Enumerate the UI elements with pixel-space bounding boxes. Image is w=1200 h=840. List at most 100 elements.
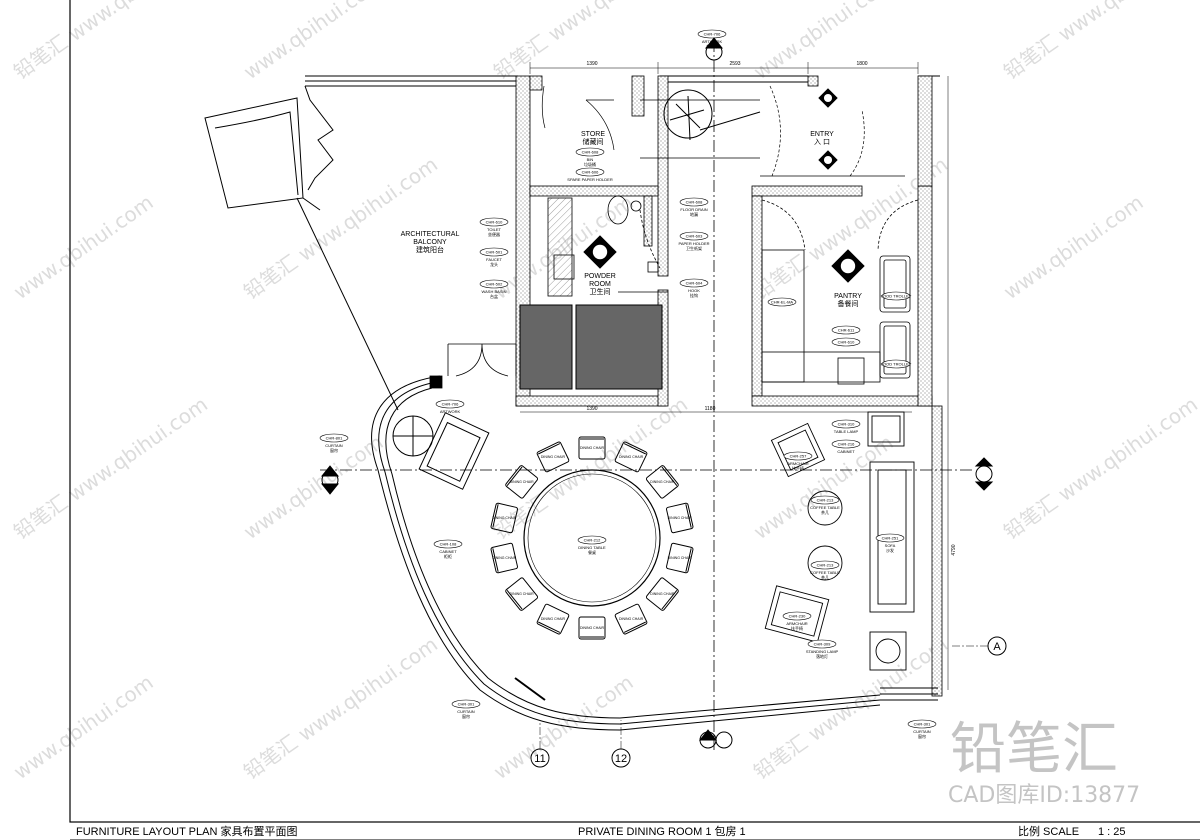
tag-name-cn: 柜柜 [444, 553, 452, 559]
tag-name-en: CABINET [439, 549, 457, 554]
watermark-repeat: www.qbihui.com [749, 0, 898, 84]
room-label-pantry-cn: 备餐间 [838, 299, 859, 308]
scale-label: 比例 SCALE [1018, 824, 1079, 838]
dining-chair-back [492, 504, 499, 528]
watermark-repeat: www.qbihui.com [999, 190, 1148, 304]
tag-name-en: BIN [587, 157, 594, 162]
tag-name-en: CABINET [837, 449, 855, 454]
title-block [70, 821, 1200, 840]
dining-chair-label: DINING CHAIR [541, 455, 566, 459]
tag-code: CHR-608 [686, 200, 703, 205]
dining-chair [578, 436, 606, 460]
lounge-furniture [764, 411, 915, 671]
room-label-balcony-en2: BALCONY [413, 239, 447, 246]
tag-code: CHR-801 [326, 436, 343, 441]
tag-name-en: COFFEE TABLE [810, 570, 840, 575]
tag-bubble [577, 535, 607, 545]
tag-bubble [807, 639, 837, 649]
room-label-pantry-en: PANTRY [834, 293, 862, 300]
tag-name-en: HOOK [688, 288, 700, 293]
watermark-repeat: 铅笔汇 www.qbihui.com [999, 0, 1200, 84]
watermark-repeat: www.qbihui.com [749, 430, 898, 544]
tag-bubble [679, 197, 709, 207]
dining-chair-label: DINING CHAIR [492, 516, 517, 520]
dining-chair-back [538, 443, 561, 455]
dining-chair [614, 441, 648, 473]
scale-value: 1 : 25 [1098, 826, 1126, 838]
tag-code: CHR-EL-MA [771, 300, 794, 305]
tag-code: CHR-301 [458, 702, 475, 707]
curved-curtain-wall [371, 375, 938, 731]
watermark-repeat: 铅笔汇 www.qbihui.com [999, 392, 1200, 544]
tag-name-cn: 龙头 [490, 261, 498, 267]
dining-chair [578, 616, 606, 640]
tag-bubble [479, 279, 509, 289]
tag-bubble [679, 278, 709, 288]
dimension-3: 1800 [856, 61, 867, 67]
dining-chair-back [506, 590, 523, 610]
tag-bubble [810, 560, 840, 570]
tag-name-cn: 茶几 [821, 574, 829, 580]
room-label-entry-cn: 入 口 [814, 138, 830, 146]
dining-chair-back [661, 590, 678, 610]
tag-code: CHR-603 [686, 234, 703, 239]
tag-code: CHR-230 [789, 614, 806, 619]
dimension-6: 4790 [951, 544, 957, 555]
tag-name-cn: 窗帘 [462, 713, 470, 719]
tag-bubble [767, 297, 797, 307]
tag-code: CHR-610 [838, 340, 855, 345]
tag-bubble [831, 419, 861, 429]
tag-name-cn: 窗帘 [918, 733, 926, 739]
dining-chair-label: DINING CHAIR [619, 455, 644, 459]
balcony-canopy [204, 85, 399, 411]
tag-code: CHR-310 [838, 422, 855, 427]
dining-chair-label: DINING CHAIR [650, 480, 675, 484]
tag-code: CHR-706 [442, 402, 459, 407]
tag-name-en: CURTAIN [457, 709, 475, 714]
tag-bubble [697, 29, 727, 39]
tag-name-en: FLOOR DRAIN [680, 207, 707, 212]
tag-name-en: STANDING LAMP [806, 649, 839, 654]
axis-lines [320, 40, 975, 750]
tag-code: CHR-301 [914, 722, 931, 727]
partition-panel-left [519, 304, 573, 390]
tag-name-en: TABLE LAMP [834, 429, 859, 434]
watermark-brand: 铅笔汇 [950, 717, 1118, 782]
dining-chair-back [661, 466, 678, 486]
tag-name-cn: 台盆 [490, 293, 498, 299]
dining-chair-back [623, 621, 646, 633]
tag-name-cn: 垃圾桶 [584, 161, 596, 167]
tag-bubble [575, 167, 605, 177]
diamond-marker-center [592, 244, 608, 260]
tag-code: CHR-251 [882, 536, 899, 541]
room-label-powder-en2: ROOM [589, 281, 611, 288]
room-label-balcony-en: ARCHITECTURAL [401, 231, 460, 238]
tag-name-en: SPARE PAPER HOLDER [567, 177, 613, 182]
dining-chair-label: DINING CHAIR [668, 556, 693, 560]
tag-name-cn: 窗帘 [330, 447, 338, 453]
tag-code: CHR-610 [486, 220, 503, 225]
tag-name-cn: 沙发 [886, 547, 894, 553]
watermark-repeat: www.qbihui.com [489, 670, 638, 784]
tag-bubble [783, 451, 813, 461]
grid-label-12: 12 [615, 753, 627, 765]
dining-chair [536, 441, 570, 473]
diamond-marker-center [840, 258, 856, 274]
tag-name-en: CURTAIN [913, 729, 931, 734]
dining-chair-label: DINING CHAIR [668, 516, 693, 520]
symbol-markers [583, 88, 865, 283]
watermark-repeat: 铅笔汇 www.qbihui.com [9, 0, 212, 84]
tag-bubble [451, 699, 481, 709]
tag-bubble [433, 539, 463, 549]
dining-chair-back [492, 548, 499, 572]
tag-code: CHR-606 [582, 170, 599, 175]
tag-code: CHR-706 [704, 32, 721, 37]
tag-bubble [435, 399, 465, 409]
tag-name-cn: 挂钩 [690, 292, 698, 298]
dining-chair [666, 502, 694, 534]
watermark-layer: 铅笔汇 www.qbihui.com www.qbihui.com 铅笔汇 www.… [9, 0, 1200, 784]
tag-code: CHR-257 [790, 454, 807, 459]
tag-bubble [810, 495, 840, 505]
tag-bubble [831, 439, 861, 449]
